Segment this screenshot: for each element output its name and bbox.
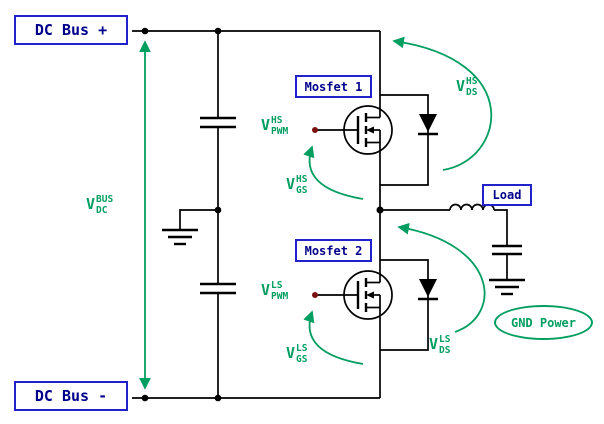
v-sup: BUS — [96, 194, 114, 205]
v-dc-bus-label: V BUS DC — [86, 194, 114, 219]
junction-dots — [141, 27, 384, 402]
v-base: V — [261, 116, 271, 134]
mosfet1-label: Mosfet 1 — [295, 75, 372, 98]
v-sup: LS — [296, 343, 308, 354]
v-sub: PWM — [271, 290, 289, 302]
v-pwm-ls-label: V LS PWM — [261, 280, 289, 305]
v-sup: HS — [296, 174, 308, 185]
mosfet2-symbol — [312, 270, 393, 320]
v-base: V — [86, 195, 96, 213]
v-base: V — [286, 175, 296, 193]
v-base: V — [261, 281, 271, 299]
ls-body-diode — [380, 259, 438, 351]
v-gs-hs-label: V HS GS — [286, 174, 308, 199]
v-base: V — [456, 77, 466, 95]
vds-ls-arrow — [397, 222, 486, 333]
ground-symbol-load — [489, 278, 525, 296]
v-sub: GS — [296, 353, 308, 365]
v-pwm-hs-label: V HS PWM — [261, 115, 289, 140]
v-sup: HS — [271, 115, 283, 126]
v-sup: HS — [466, 76, 478, 87]
gnd-power-label: GND Power — [494, 305, 593, 340]
ground-symbol-bus — [162, 228, 198, 246]
v-base: V — [286, 344, 296, 362]
vgs-hs-arrow — [303, 145, 364, 200]
v-sub: GS — [296, 184, 308, 196]
mosfet1-symbol — [312, 105, 393, 155]
vds-hs-arrow — [392, 36, 493, 171]
dc-bus-rails — [132, 30, 380, 399]
v-sup: LS — [271, 280, 283, 291]
v-sub: PWM — [271, 125, 289, 137]
v-sub: DS — [439, 344, 451, 356]
mosfet2-label: Mosfet 2 — [295, 239, 372, 262]
v-ds-ls-label: V LS DS — [429, 334, 451, 359]
v-base: V — [429, 335, 439, 353]
vgs-ls-arrow — [303, 310, 364, 365]
v-sup: LS — [439, 334, 451, 345]
hs-body-diode — [380, 94, 438, 186]
v-ds-hs-label: V HS DS — [456, 76, 478, 101]
load-branch — [380, 203, 525, 296]
load-label: Load — [482, 184, 532, 206]
bus-capacitor-branch — [179, 31, 236, 398]
v-gs-ls-label: V LS GS — [286, 343, 308, 368]
v-sub: DC — [96, 204, 108, 216]
dc-bus-minus-label: DC Bus - — [14, 381, 128, 411]
v-sub: DS — [466, 86, 478, 98]
dc-bus-plus-label: DC Bus + — [14, 15, 128, 45]
